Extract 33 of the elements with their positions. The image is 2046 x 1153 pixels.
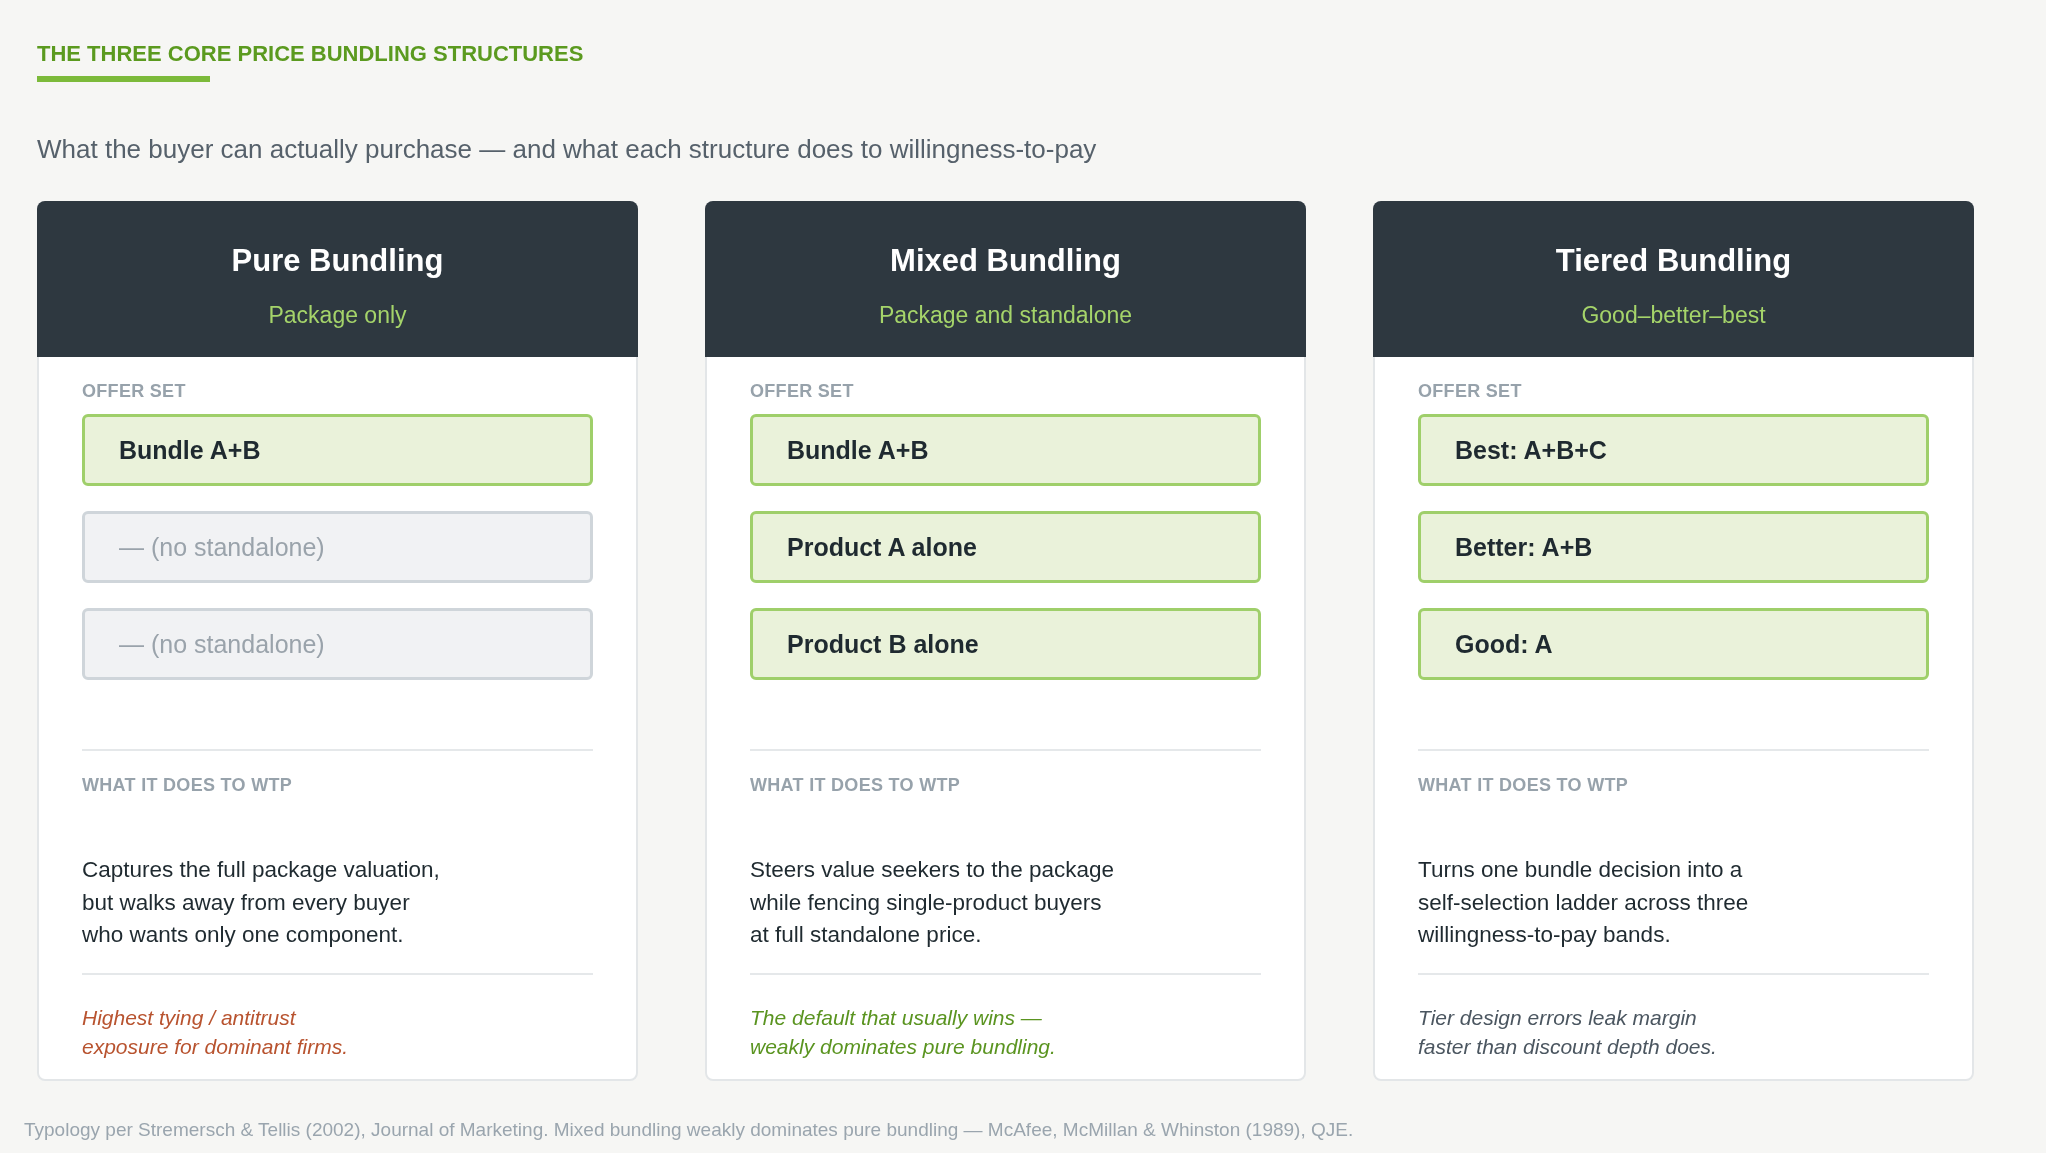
offer-item: Product B alone	[750, 608, 1261, 680]
offer-item: — (no standalone)	[82, 511, 593, 583]
structure-card	[1373, 201, 1974, 1081]
description-text: Steers value seekers to the package while fencing single-product buyers at full standalone price.	[750, 856, 1115, 949]
section-label: OFFER SET	[750, 381, 854, 402]
offer-item: Good: A	[1418, 608, 1929, 680]
card-subtitle: Package only	[268, 302, 407, 328]
structure-card	[705, 201, 1306, 1081]
card-title: Mixed Bundling	[890, 243, 1121, 278]
description-text: Captures the full package valuation, but walks away from every buyer who wants only one component.	[82, 856, 441, 949]
structure-card	[37, 201, 638, 1081]
card-subtitle: Good–better–best	[1581, 302, 1766, 328]
page-title: THE THREE CORE PRICE BUNDLING STRUCTURES	[37, 41, 584, 67]
card-title: Tiered Bundling	[1555, 243, 1792, 278]
note-text: Highest tying / antitrust exposure for dominant firms.	[82, 1005, 350, 1060]
note-text: Tier design errors leak margin faster than discount depth does.	[1418, 1005, 1718, 1060]
section-label: WHAT IT DOES TO WTP	[1418, 775, 1629, 796]
source-note: Typology per Stremersch & Tellis (2002), Journal of Marketing. Mixed bundling weakly dominates pure bundling — McAfee, McMillan & Whinston (1989), QJE.	[24, 1119, 1354, 1141]
offer-item: Product A alone	[750, 511, 1261, 583]
note-text: The default that usually wins — weakly dominates pure bundling.	[750, 1005, 1057, 1060]
offer-item: Better: A+B	[1418, 511, 1929, 583]
page-subtitle: What the buyer can actually purchase — and what each structure does to willingness-to-pay	[37, 134, 1097, 165]
section-label: WHAT IT DOES TO WTP	[750, 775, 961, 796]
card-subtitle: Package and standalone	[878, 302, 1133, 328]
offer-item: Best: A+B+C	[1418, 414, 1929, 486]
offer-item: — (no standalone)	[82, 608, 593, 680]
card-title: Pure Bundling	[231, 243, 444, 278]
offer-item: Bundle A+B	[82, 414, 593, 486]
offer-item: Bundle A+B	[750, 414, 1261, 486]
section-label: OFFER SET	[82, 381, 186, 402]
section-label: WHAT IT DOES TO WTP	[82, 775, 293, 796]
description-text: Turns one bundle decision into a self-selection ladder across three willingness-to-pay bands.	[1418, 856, 1750, 949]
section-label: OFFER SET	[1418, 381, 1522, 402]
